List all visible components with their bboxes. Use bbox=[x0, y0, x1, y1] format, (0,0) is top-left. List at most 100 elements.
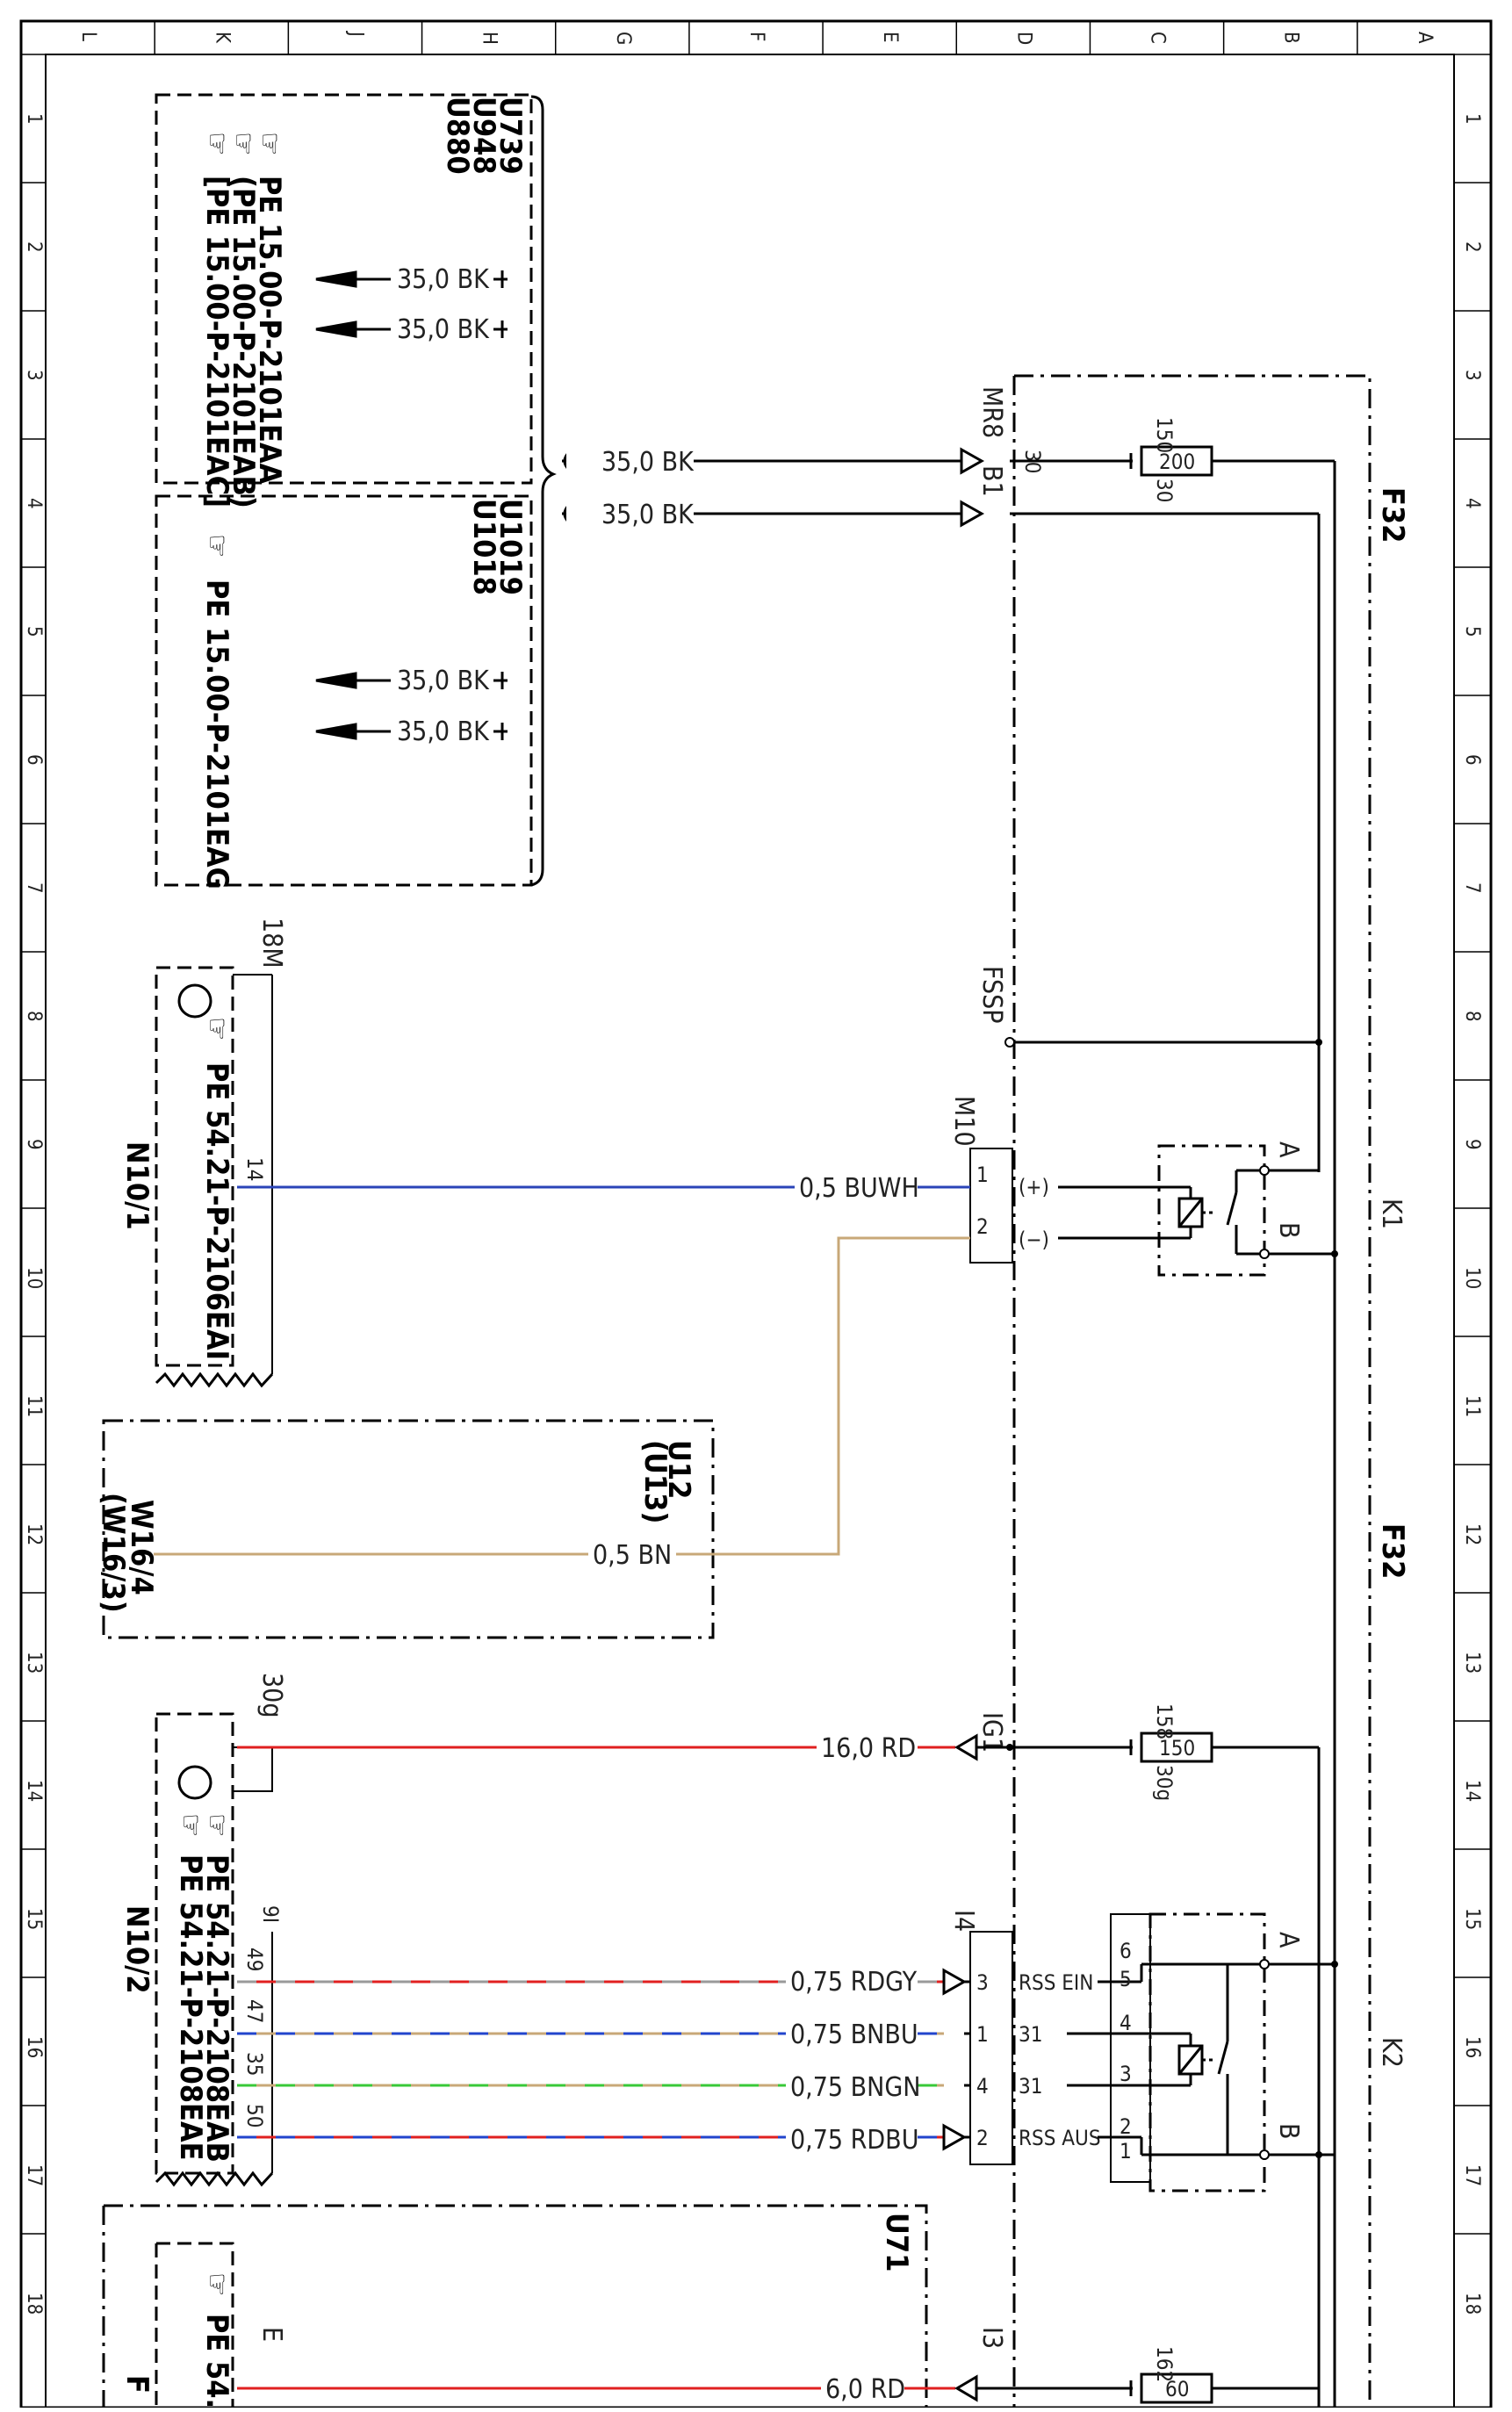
ground-symbol-1 bbox=[177, 983, 212, 1019]
fuse-158-term: 30g bbox=[1152, 1765, 1177, 1801]
i4-label: I4 bbox=[948, 1910, 979, 1932]
grid-row-label: 14 bbox=[23, 1780, 45, 1802]
module-wire-label-2: 35,0 BK bbox=[397, 314, 490, 345]
n10-2-9i: 9I bbox=[258, 1905, 283, 1923]
rss-aus-label: RSS AUS bbox=[1019, 2126, 1101, 2150]
grid-row-label: 5 bbox=[23, 626, 45, 637]
fuse-150-value: 200 bbox=[1159, 450, 1195, 474]
grid-row-label: 15 bbox=[23, 1908, 45, 1930]
grid-row-label: 17 bbox=[23, 2164, 45, 2186]
hand-icon-6: ☞ bbox=[199, 1813, 234, 1837]
i4-pin1: 1 bbox=[976, 2022, 989, 2047]
signal-wires bbox=[237, 1980, 970, 2139]
hand-icon-1: ☞ bbox=[252, 132, 287, 155]
grid-row-label: 1 bbox=[1461, 113, 1483, 125]
module-wire-label-3: 35,0 BK bbox=[397, 666, 490, 696]
grid-column-label: J bbox=[344, 30, 366, 37]
m10-pin2: 2 bbox=[976, 1214, 989, 1239]
ig1-node bbox=[1006, 1744, 1013, 1751]
pin-35: 35 bbox=[242, 2052, 267, 2076]
grid-row-label: 7 bbox=[23, 882, 45, 894]
i3-arrow bbox=[954, 2374, 978, 2402]
u71-ref: PE 54. bbox=[199, 2314, 234, 2408]
lower-ref-0: PE 15.00-P-2101EAG bbox=[199, 580, 234, 889]
fuse-150-term: 30 bbox=[1152, 479, 1177, 502]
hand-icon-5: ☞ bbox=[199, 1017, 234, 1040]
grid-row-label: 3 bbox=[23, 370, 45, 381]
module-arrows bbox=[315, 270, 391, 740]
module-bracket bbox=[530, 95, 557, 887]
grid-row-label: 6 bbox=[23, 754, 45, 766]
upper-module-box bbox=[155, 93, 533, 485]
k2-pin5: 5 bbox=[1120, 1967, 1132, 1991]
grid-row-label: 15 bbox=[1461, 1908, 1483, 1930]
wire-rdgy-label: 0,75 RDGY bbox=[790, 1967, 918, 1998]
n10-1-zigzag bbox=[155, 1372, 274, 1388]
pin-50: 50 bbox=[242, 2104, 267, 2128]
grid-row-label: 18 bbox=[23, 2293, 45, 2315]
fuse-150-id: 150 bbox=[1152, 417, 1177, 453]
grid-row-label: 1 bbox=[23, 113, 45, 125]
k1-term-a bbox=[1259, 1165, 1270, 1176]
wire-bngn-label: 0,75 BNGN bbox=[790, 2072, 920, 2103]
hand-icon-7: ☞ bbox=[173, 1813, 208, 1837]
wire-bnbu-label: 0,75 BNBU bbox=[790, 2020, 918, 2050]
grid-column-label: E bbox=[879, 32, 901, 43]
u71-box bbox=[102, 2204, 928, 2408]
hand-icon-3: ☞ bbox=[199, 132, 234, 155]
n10-2-label: N10/2 bbox=[119, 1905, 155, 1994]
k2-pin4: 4 bbox=[1120, 2011, 1132, 2035]
i4-pin3: 3 bbox=[976, 1970, 989, 1995]
module-wire-ends bbox=[493, 270, 508, 740]
k1-relay bbox=[1058, 1169, 1335, 1256]
wire-rdbu-label: 0,75 RDBU bbox=[790, 2125, 918, 2156]
grid-row-label: 14 bbox=[1461, 1780, 1483, 1802]
w16-box bbox=[102, 1419, 715, 1639]
grid-column-label: B bbox=[1280, 32, 1302, 44]
module-wire-label-4: 35,0 BK bbox=[397, 716, 490, 747]
k2-relay bbox=[1067, 1962, 1335, 2156]
grid-row-label: 10 bbox=[1461, 1267, 1483, 1289]
n10-1-pin-14: 14 bbox=[242, 1157, 267, 1181]
grid-row-label: 13 bbox=[23, 1652, 45, 1674]
k2-term-a bbox=[1259, 1959, 1270, 1969]
k2-box bbox=[1148, 1912, 1266, 2192]
grid-row-label: 2 bbox=[23, 241, 45, 253]
grid-column-label: H bbox=[479, 32, 500, 45]
hand-icon-8: ☞ bbox=[199, 2272, 234, 2296]
i4-connector bbox=[969, 1931, 1013, 2165]
grid-row-label: 16 bbox=[1461, 2036, 1483, 2058]
n10-2-box bbox=[155, 1712, 234, 2175]
n10-2-ref-2: PE 54.21-P-2108EAE bbox=[173, 1854, 208, 2161]
grid-row-label: 3 bbox=[1461, 370, 1483, 381]
k2-junction-a bbox=[1331, 1961, 1338, 1968]
k2-label: K2 bbox=[1376, 2037, 1407, 2068]
b1-label: B1 bbox=[976, 465, 1007, 497]
w16-code-0: U12 bbox=[661, 1440, 696, 1499]
k1-term-b bbox=[1259, 1249, 1270, 1259]
upper-code-1: U948 bbox=[466, 97, 501, 175]
grid-row-label: 9 bbox=[23, 1139, 45, 1150]
grid-row-label: 10 bbox=[23, 1267, 45, 1289]
fssp-node bbox=[1004, 1037, 1015, 1048]
bk-arrowheads bbox=[960, 447, 985, 528]
upper-ref-2: [PE 15.00-P-2101EAC] bbox=[199, 176, 234, 508]
u71-inner-box bbox=[155, 2242, 234, 2408]
k2-a-label: A bbox=[1273, 1932, 1304, 1948]
grid-column-label: F bbox=[745, 32, 767, 41]
f32-label-top: F32 bbox=[1375, 487, 1410, 543]
w16-code-1: (U13) bbox=[637, 1440, 673, 1523]
grid-row-label: 17 bbox=[1461, 2164, 1483, 2186]
k2-pin6: 6 bbox=[1120, 1939, 1132, 1963]
fssp-junction bbox=[1315, 1039, 1322, 1046]
u71-side-label: F bbox=[119, 2375, 155, 2394]
hand-icon-2: ☞ bbox=[226, 132, 261, 155]
wire-bn bbox=[154, 1236, 970, 1556]
grid-row-label: 5 bbox=[1461, 626, 1483, 637]
upper-ref-0: PE 15.00-P-2101EAA bbox=[252, 176, 287, 485]
grid-column-label: D bbox=[1012, 32, 1034, 45]
k1-junction bbox=[1331, 1250, 1338, 1257]
u71-pin-e: E bbox=[256, 2327, 287, 2342]
ground-symbol-2 bbox=[177, 1765, 212, 1800]
f32-box bbox=[1012, 374, 1372, 2408]
